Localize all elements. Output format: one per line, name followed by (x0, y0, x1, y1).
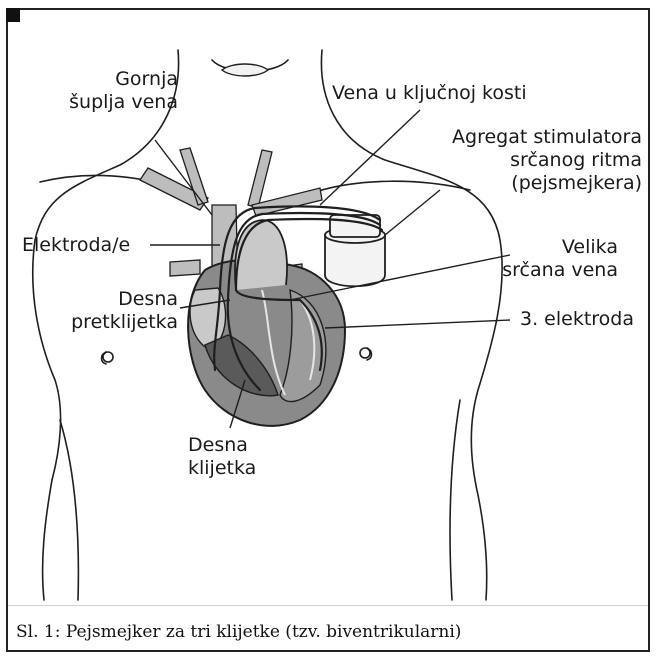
leader-subclavian (320, 110, 420, 205)
label-great-cardiac-vein: Velika srčana vena (500, 236, 618, 282)
jugular-vein-right (248, 150, 272, 208)
label-svc-line1: Gornja (60, 68, 178, 91)
label-generator: Agregat stimulatora srčanog ritma (pejsm… (420, 126, 642, 195)
pulmonary-vessel (170, 260, 200, 276)
label-right-ventricle-line2: klijetka (188, 457, 256, 480)
label-right-ventricle-line1: Desna (188, 434, 256, 457)
label-great-cardiac-vein-line2: srčana vena (500, 259, 618, 282)
label-right-atrium-line2: pretklijetka (32, 311, 178, 334)
mouth-icon (222, 64, 268, 76)
figure-caption: Sl. 1: Pejsmejker za tri klijetke (tzv. … (16, 622, 461, 642)
label-subclavian: Vena u ključnoj kosti (332, 82, 527, 105)
label-right-atrium-line1: Desna (32, 288, 178, 311)
label-svc-line2: šuplja vena (60, 91, 178, 114)
label-generator-line1: Agregat stimulatora (420, 126, 642, 149)
label-svc: Gornja šuplja vena (60, 68, 178, 114)
label-great-cardiac-vein-line1: Velika (500, 236, 618, 259)
leader-generator (385, 190, 440, 235)
aorta-arch (235, 220, 287, 290)
label-generator-line2: srčanog ritma (420, 149, 642, 172)
label-generator-line3: (pejsmejkera) (420, 172, 642, 195)
label-electrodes: Elektroda/e (22, 234, 130, 257)
left-arm-line (60, 420, 78, 600)
caption-divider (8, 605, 648, 606)
leader-great-cardiac-vein (290, 255, 510, 300)
label-right-ventricle: Desna klijetka (188, 434, 256, 480)
right-arm-line (450, 400, 460, 600)
leader-third-electrode (325, 320, 510, 328)
label-right-atrium: Desna pretklijetka (32, 288, 178, 334)
label-third-electrode: 3. elektroda (520, 308, 634, 331)
